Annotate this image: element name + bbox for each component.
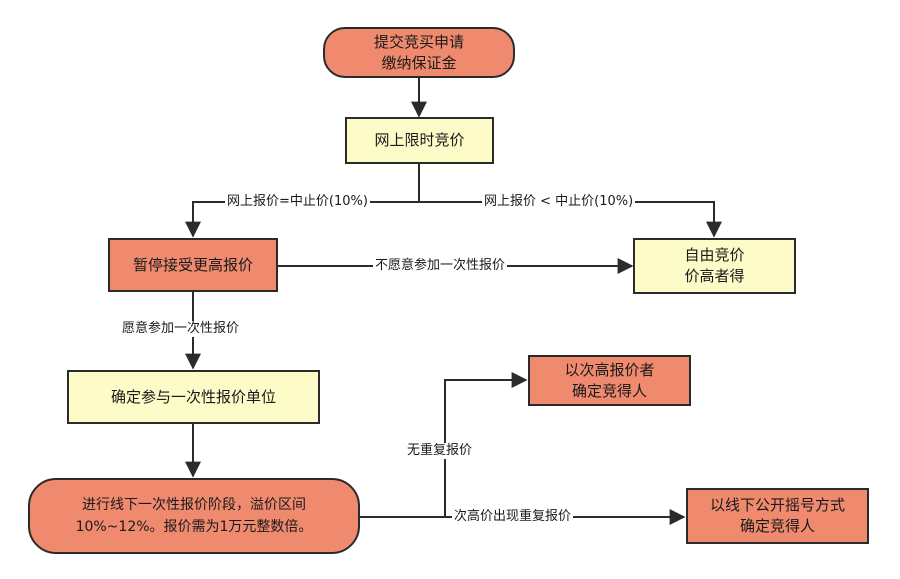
node-free-bidding: 自由竞价 价高者得 xyxy=(633,238,796,294)
label-unwilling: 不愿意参加一次性报价 xyxy=(373,258,508,274)
node-submit-application: 提交竞买申请 缴纳保证金 xyxy=(323,27,515,78)
node-online-timed-bid: 网上限时竞价 xyxy=(345,117,494,164)
node-lottery-winner: 以线下公开摇号方式 确定竞得人 xyxy=(686,488,869,544)
label-bid-below-cap: 网上报价 < 中止价(10%) xyxy=(482,194,636,210)
edge-to-second-highest xyxy=(444,372,528,517)
node-offline-quote-stage: 进行线下一次性报价阶段，溢价区间 10%~12%。报价需为1万元整数倍。 xyxy=(28,478,360,554)
node-second-highest-winner: 以次高报价者 确定竞得人 xyxy=(528,355,691,406)
node-confirm-units: 确定参与一次性报价单位 xyxy=(67,370,320,424)
node-pause-higher-bids: 暂停接受更高报价 xyxy=(108,238,278,292)
label-repeat: 次高价出现重复报价 xyxy=(452,509,574,525)
label-willing: 愿意参加一次性报价 xyxy=(120,321,242,337)
label-bid-equals-cap: 网上报价=中止价(10%) xyxy=(225,194,370,210)
label-no-repeat: 无重复报价 xyxy=(405,443,475,459)
